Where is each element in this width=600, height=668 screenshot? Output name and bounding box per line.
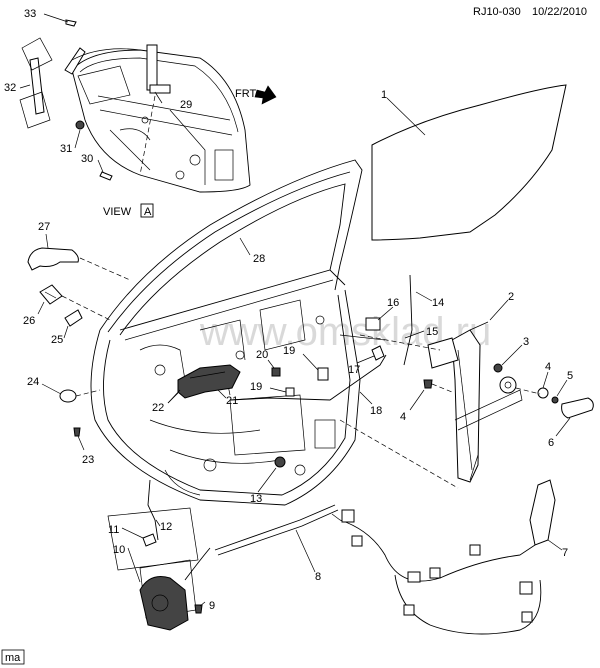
callout-9: 9 <box>209 600 215 612</box>
frt-label: FRT <box>235 88 256 100</box>
item-3-bolt <box>493 363 503 373</box>
callout-12: 12 <box>160 521 172 533</box>
item-8-cable <box>214 504 336 551</box>
callout-19-lower: 19 <box>250 381 262 393</box>
view-a-inset: VIEW A <box>19 13 251 218</box>
item-19-clip-b <box>317 367 329 381</box>
item-1-window-glass <box>371 84 567 241</box>
callout-27: 27 <box>38 221 50 233</box>
callout-28: 28 <box>253 253 265 265</box>
item-12-rod <box>147 479 159 541</box>
item-7-grommet <box>529 479 556 546</box>
callout-26: 26 <box>23 315 35 327</box>
diagram-date: 10/22/2010 <box>532 6 587 18</box>
callout-29: 29 <box>180 99 192 111</box>
item-5-clip <box>551 396 559 404</box>
item-11-clip <box>142 533 157 547</box>
callout-5: 5 <box>567 370 573 382</box>
callout-15: 15 <box>426 326 438 338</box>
item-10-latch <box>139 576 189 631</box>
item-19-clip-a <box>285 387 295 397</box>
diagram-code: RJ10-030 <box>473 6 521 18</box>
callout-13: 13 <box>250 493 262 505</box>
callout-3: 3 <box>523 336 529 348</box>
item-27-handle <box>27 247 79 271</box>
callout-22: 22 <box>152 402 164 414</box>
callout-25: 25 <box>51 334 63 346</box>
callout-21: 21 <box>226 395 238 407</box>
item-6-crank-handle <box>561 397 594 419</box>
callout-17: 17 <box>348 364 360 376</box>
callout-4-left: 4 <box>400 411 406 423</box>
item-17-clip <box>371 345 385 361</box>
view-label: VIEW <box>103 206 132 218</box>
item-29-bracket <box>146 44 158 91</box>
item-30-screw <box>99 171 113 181</box>
corner-tag: ma <box>5 652 21 664</box>
callout-23: 23 <box>82 454 94 466</box>
callout-18: 18 <box>370 405 382 417</box>
callout-30: 30 <box>81 153 93 165</box>
callout-32: 32 <box>4 82 16 94</box>
item-33-strip <box>64 47 86 75</box>
item-26-cap <box>39 284 63 305</box>
callout-2: 2 <box>508 291 514 303</box>
item-18-rod <box>229 354 387 401</box>
item-4-washer <box>537 387 549 399</box>
item-20-clip <box>271 367 281 377</box>
callout-11: 11 <box>108 524 119 536</box>
callout-1: 1 <box>381 89 387 101</box>
item-9-screw <box>194 604 203 614</box>
callout-4-right: 4 <box>545 361 551 373</box>
callout-14: 14 <box>432 297 444 309</box>
item-2-window-regulator <box>427 321 523 483</box>
item-16-bracket <box>365 317 381 331</box>
item-25-seal <box>64 309 83 327</box>
item-4-bolt <box>423 379 433 389</box>
callout-33: 33 <box>24 8 36 20</box>
item-31-clip <box>75 120 85 130</box>
callout-6: 6 <box>548 437 554 449</box>
item-13-clip <box>274 456 286 468</box>
callout-24: 24 <box>27 376 39 388</box>
callout-8: 8 <box>315 571 321 583</box>
callout-31: 31 <box>60 143 72 155</box>
callout-19-upper: 19 <box>283 345 295 357</box>
callout-16: 16 <box>387 297 399 309</box>
item-14-rod <box>403 274 413 366</box>
item-21-inside-handle <box>177 364 241 399</box>
item-24-plug <box>59 389 77 403</box>
front-direction-indicator: FRT <box>235 85 277 105</box>
item-23-screw <box>73 427 81 437</box>
frt-arrow-icon <box>254 85 277 105</box>
callout-10: 10 <box>113 544 125 556</box>
item-32-seal <box>29 57 45 115</box>
callout-20: 20 <box>256 349 268 361</box>
view-letter: A <box>144 206 152 218</box>
callout-labels: 1 2 3 4 4 5 6 7 8 9 10 11 12 13 14 15 16… <box>4 8 573 612</box>
callout-7: 7 <box>562 547 568 559</box>
